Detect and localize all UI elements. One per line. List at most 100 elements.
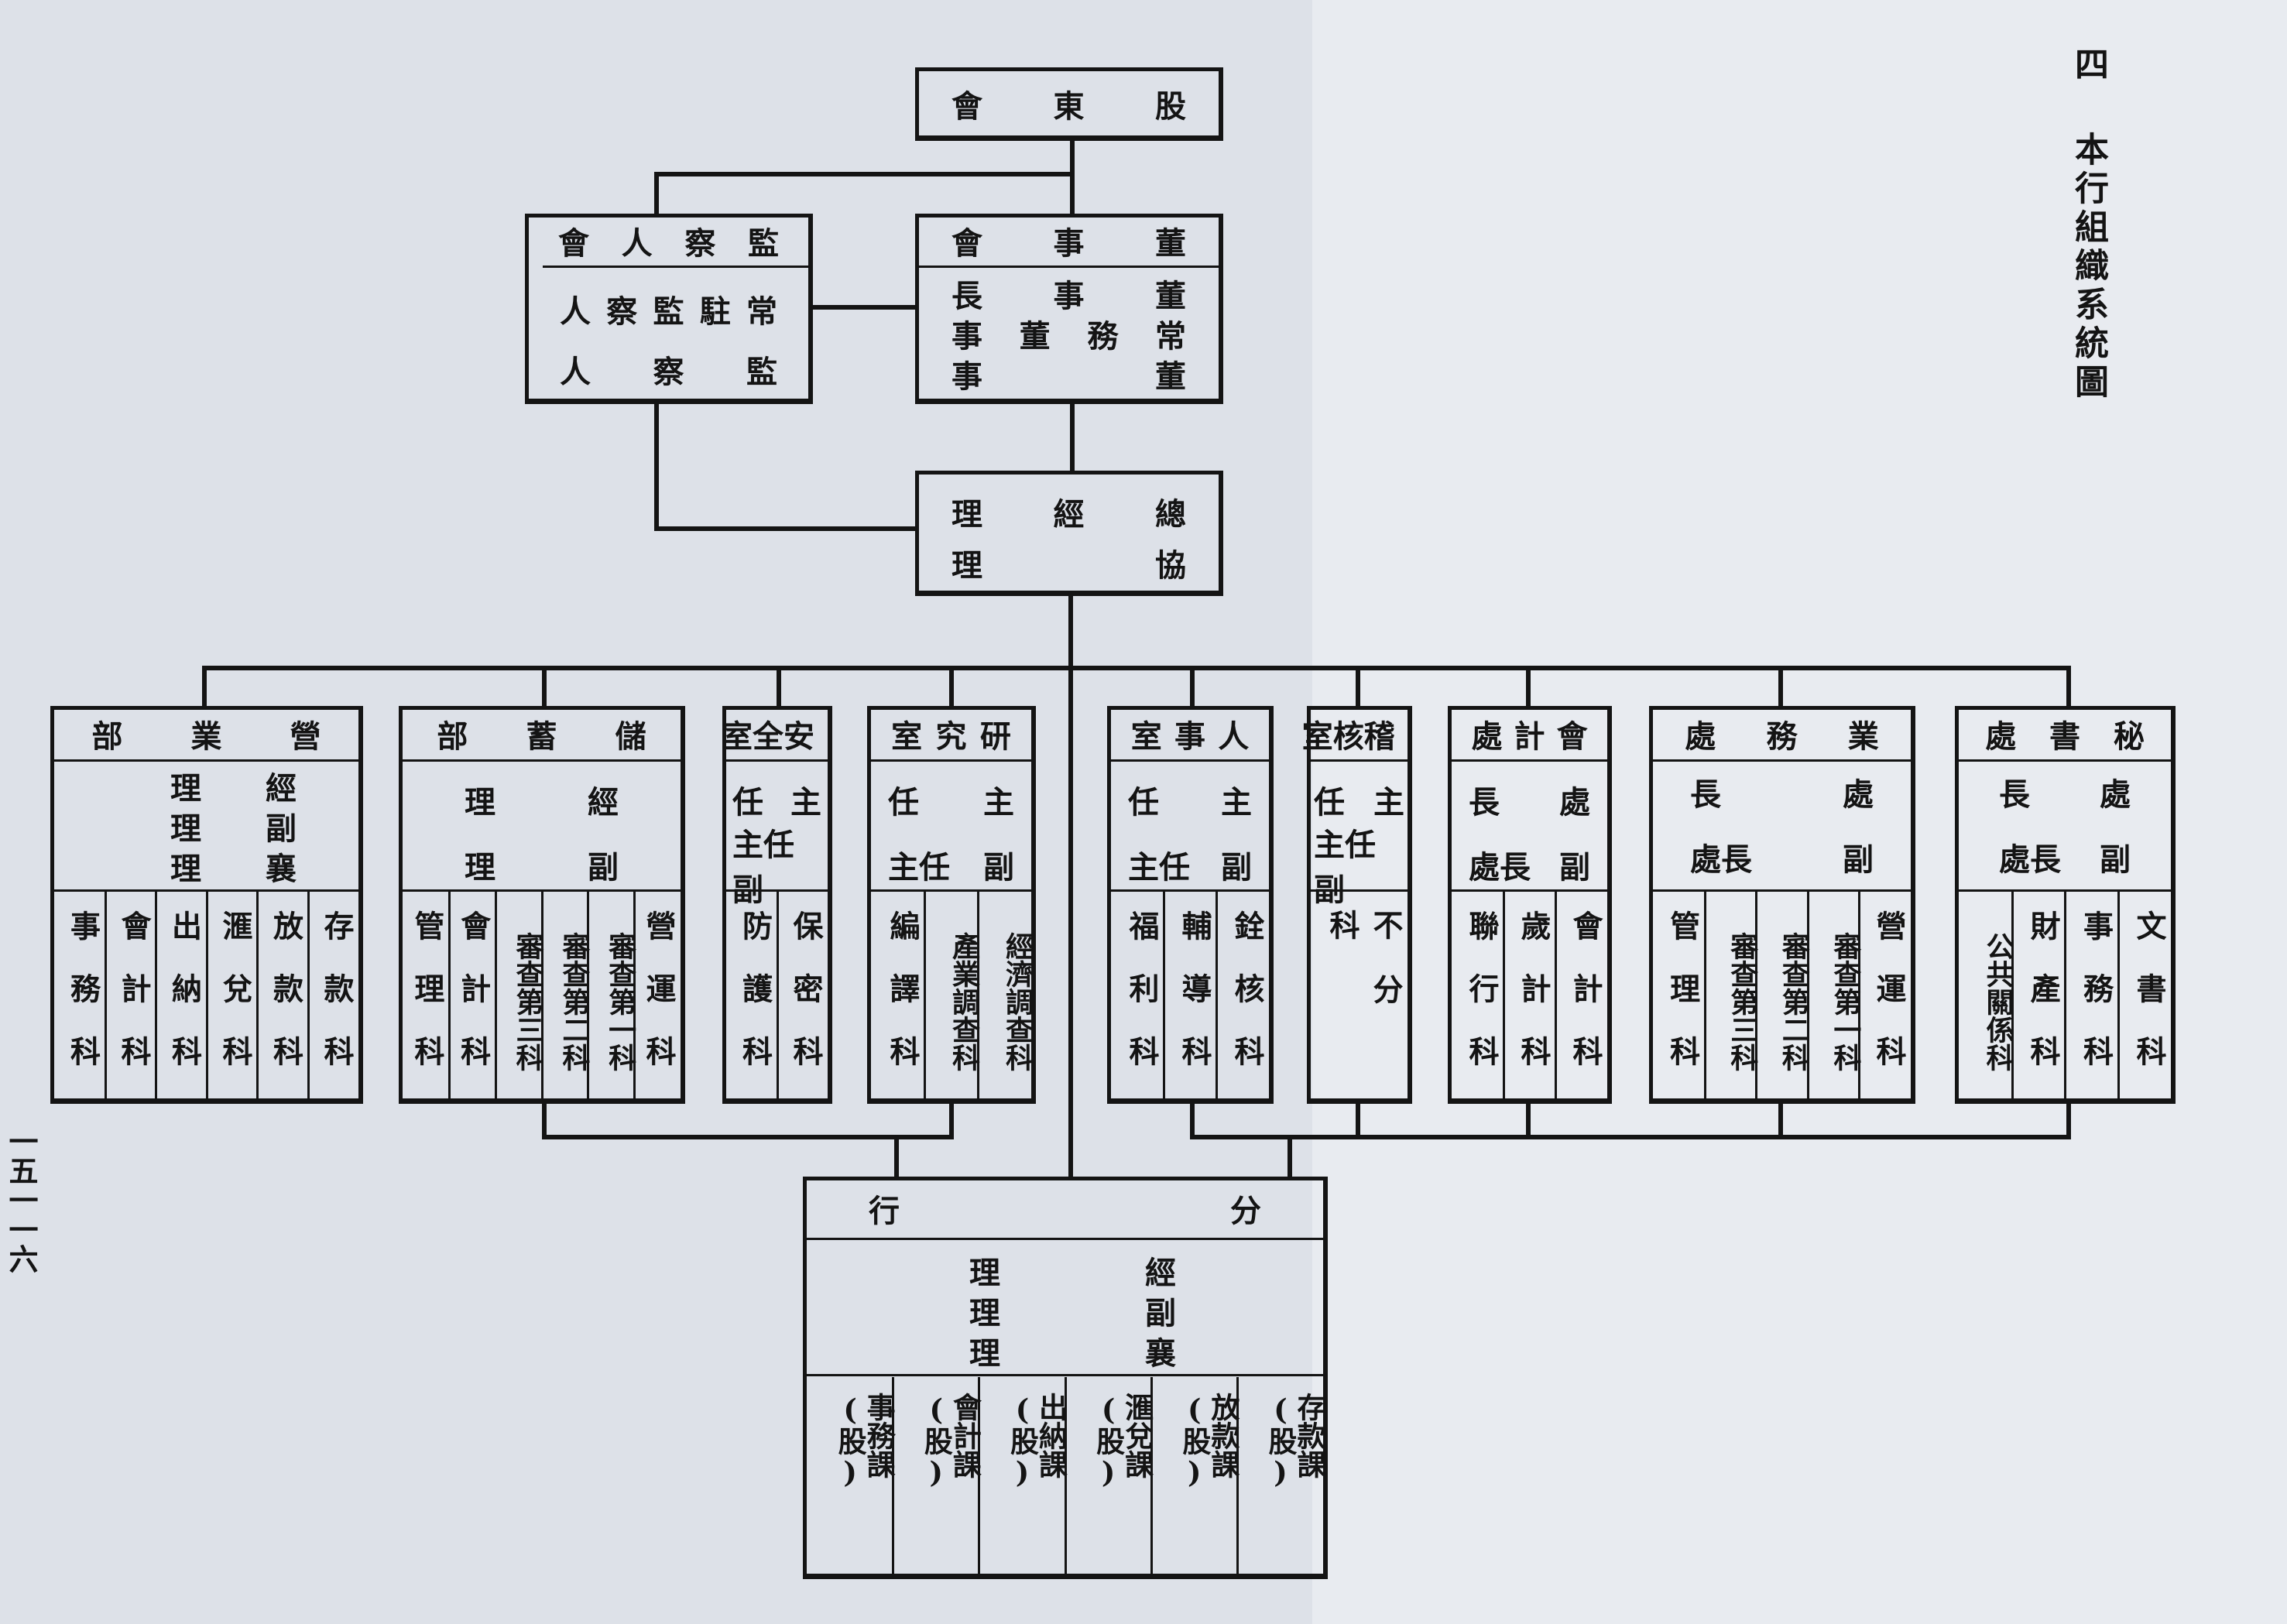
divider [871, 759, 1031, 762]
glyph: 主任 [888, 849, 950, 886]
department-box[interactable]: 秘書處處長副處長文書科事務科財產科公共關係科 [1955, 706, 2176, 1104]
branch-role: 襄理 [969, 1331, 1176, 1372]
department-box[interactable]: 會計處處長副處長會計科歲計科聯行科 [1448, 706, 1612, 1104]
unit-column: 事務科 [65, 910, 101, 1098]
unit-column: 營運科 [1870, 910, 1907, 1098]
unit-column: 銓核科 [1229, 910, 1265, 1098]
department-box[interactable]: 儲蓄部經理副理營運科審查第一科審查第二科審查第三科會計科管理科 [399, 706, 685, 1104]
unit-column: 財產科 [2025, 910, 2061, 1098]
connector [1526, 1104, 1531, 1139]
glyph: 究 [935, 718, 967, 755]
glyph: 理 [465, 784, 495, 821]
department-role: 主任 [888, 779, 1014, 821]
glyph: 察 [684, 225, 716, 262]
divider [871, 889, 1031, 892]
department-title: 人事室 [1111, 710, 1269, 758]
glyph: 監 [653, 293, 684, 330]
unit-column: 輔導科 [1177, 910, 1212, 1098]
glyph: 人 [560, 293, 591, 330]
branch-title: 分行 [807, 1180, 1323, 1236]
unit-column: 會計科 [116, 910, 152, 1098]
department-box[interactable]: 營業部經理副理襄理存款科放款科滙兌科出納科會計科事務科 [50, 706, 363, 1104]
unit-column: 福利科 [1124, 910, 1160, 1098]
glyph: 理 [951, 547, 982, 584]
divider [307, 889, 310, 1098]
divider [587, 889, 590, 1098]
glyph: 經 [266, 770, 297, 807]
glyph: 董 [1155, 225, 1186, 262]
glyph: 理 [170, 770, 201, 807]
connector [1070, 141, 1075, 214]
glyph: 處 [1471, 718, 1503, 755]
connector [202, 666, 207, 709]
department-role: 經理 [170, 766, 297, 807]
board-box[interactable]: 董事會 董事長 常務董事 董事 [915, 214, 1223, 404]
branch-role: 經理 [969, 1250, 1176, 1291]
divider [919, 266, 1219, 268]
glyph: 理 [170, 810, 201, 847]
glyph: 常 [746, 293, 777, 330]
connector [813, 305, 915, 310]
divider [1858, 889, 1861, 1098]
glyph: 室 [891, 718, 923, 755]
department-title: 會計處 [1452, 710, 1607, 758]
connector [894, 1135, 899, 1177]
department-role: 處長 [1469, 779, 1590, 821]
department-role: 副理 [465, 845, 619, 886]
unit-column: 公共關係科 [1981, 932, 2014, 1071]
unit-column: 審查第二科 [557, 932, 591, 1071]
connector [1526, 666, 1531, 709]
glyph: 會 [558, 225, 589, 262]
unit-column: 歲計科 [1516, 910, 1552, 1098]
divider [1653, 759, 1911, 762]
branch-box[interactable]: 分行 經理 副理 襄理 存款課(股)放款課(股)滙兌課(股)出納課(股)會計課(… [803, 1177, 1328, 1579]
chart-title: 本行組織系統圖 [2069, 132, 2108, 403]
glyph: 察 [606, 293, 638, 330]
gm-box[interactable]: 總經理 協理 [915, 471, 1223, 596]
divider [1111, 889, 1269, 892]
unit-column: 管理科 [409, 910, 445, 1098]
unit-column: 會計科 [1568, 910, 1603, 1098]
connector [1068, 596, 1073, 1177]
connector [1778, 1104, 1783, 1139]
unit-column: 審查第一科 [1829, 932, 1862, 1071]
connector [777, 666, 781, 709]
glyph: 董 [1019, 318, 1051, 355]
glyph: 業 [1847, 718, 1879, 755]
glyph: 處 [2100, 776, 2131, 813]
glyph: 蓄 [526, 718, 557, 755]
branch-unit-column: 放款課(股) [1177, 1393, 1240, 1489]
glyph: 察 [653, 354, 684, 390]
glyph: 經 [1053, 496, 1085, 533]
divider [1703, 889, 1706, 1098]
glyph: 核 [1332, 718, 1364, 755]
connector [2066, 1104, 2071, 1139]
department-title: 儲蓄部 [403, 710, 681, 758]
glyph: 主 [790, 784, 821, 821]
glyph: 常 [1154, 318, 1186, 355]
department-role: 襄理 [170, 846, 297, 887]
department-box[interactable]: 安全室主任主任副保密科防護科 [722, 706, 832, 1104]
glyph: 計 [1514, 718, 1545, 755]
connector [1190, 1135, 2071, 1139]
department-box[interactable]: 業務處處長副處長營運科審查第一科審查第二科審查第三科管理科 [1649, 706, 1915, 1104]
department-title: 秘書處 [1959, 710, 2171, 758]
glyph: 理 [465, 849, 495, 886]
unit-column: 事務科 [2078, 910, 2114, 1098]
connector [949, 666, 954, 709]
department-box[interactable]: 研究室主任副主任經濟調查科產業調查科編譯科 [867, 706, 1036, 1104]
unit-column: 經濟調查科 [1001, 932, 1034, 1071]
glyph: 長 [1999, 776, 2030, 813]
glyph: 主任副 [1314, 827, 1376, 908]
glyph: 副 [1843, 841, 1874, 878]
shareholders-box[interactable]: 股東會 [915, 67, 1223, 141]
glyph: 會 [1556, 718, 1588, 755]
glyph: 副 [588, 849, 619, 886]
glyph: 副 [266, 810, 297, 847]
department-box[interactable]: 稽核室主任主任副不分科 [1302, 706, 1412, 1104]
supervisors-box[interactable]: 監察人會 常駐監察人 監察人 [525, 214, 813, 404]
divider [807, 1374, 1323, 1376]
department-box[interactable]: 人事室主任副主任銓核科輔導科福利科 [1107, 706, 1274, 1104]
divider [1311, 889, 1408, 892]
connector [542, 1104, 547, 1139]
